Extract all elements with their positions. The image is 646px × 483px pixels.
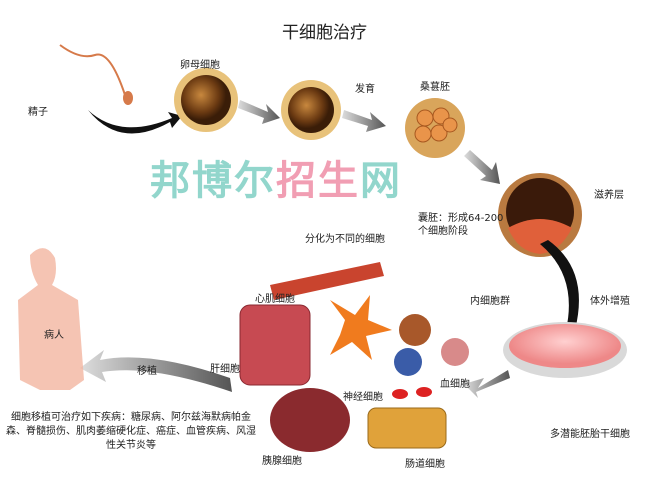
label-differentiate: 分化为不同的细胞 <box>305 234 385 245</box>
watermark: 邦博尔招生网 <box>150 148 402 206</box>
culture-medium <box>509 324 621 368</box>
arrow-sperm-egg <box>88 110 182 134</box>
nerve-cell <box>330 295 392 360</box>
page-title: 干细胞治疗 <box>282 23 367 43</box>
patient-silhouette <box>18 248 84 390</box>
label-pluripotent: 多潜能胚胎干细胞 <box>550 429 630 440</box>
arrow-egg-develop <box>238 100 280 124</box>
watermark-part3: 网 <box>360 157 402 204</box>
pancreas-cells <box>270 388 350 452</box>
liver-cells <box>239 304 311 386</box>
label-transplant: 移植 <box>137 366 157 377</box>
label-intestine: 肠道细胞 <box>405 459 445 470</box>
arrow-morula-blastocyst <box>464 150 500 184</box>
watermark-part2: 招生 <box>276 157 360 204</box>
label-egg: 卵母细胞 <box>180 60 220 71</box>
watermark-part1: 邦博尔 <box>150 157 276 204</box>
label-morula: 桑葚胚 <box>420 82 450 93</box>
label-inner-mass: 内细胞群 <box>470 296 510 307</box>
label-trophoblast: 滋养层 <box>594 190 624 201</box>
label-cardiac: 心肌细胞 <box>255 294 295 305</box>
label-blastocyst: 囊胚：形成64-200个细胞阶段 <box>418 213 504 237</box>
sperm <box>59 44 126 96</box>
oocyte-core <box>181 75 231 125</box>
inner-cell-mass <box>508 219 572 254</box>
label-culture: 体外增殖 <box>590 296 630 307</box>
sperm-head <box>123 91 133 105</box>
arrow-develop-morula <box>342 110 386 132</box>
morula-cells <box>414 107 458 143</box>
label-develop: 发育 <box>355 84 375 95</box>
arrow-dish-cells <box>464 370 510 398</box>
label-nerve: 神经细胞 <box>343 392 383 403</box>
arrow-inner-mass-culture <box>540 240 585 348</box>
label-pancreas: 胰腺细胞 <box>262 456 302 467</box>
label-sperm: 精子 <box>28 107 48 118</box>
label-liver: 肝细胞 <box>210 364 240 375</box>
arrow-cells-patient <box>80 350 232 392</box>
fertilized-egg-core <box>288 87 334 133</box>
label-patient: 病人 <box>44 330 64 341</box>
disease-note: 细胞移植可治疗如下疾病：糖尿病、阿尔兹海默病帕金森、脊髓损伤、肌肉萎缩硬化症、癌… <box>6 412 256 451</box>
muscle-fiber <box>270 262 384 300</box>
label-blood: 血细胞 <box>440 379 470 390</box>
intestine-cells <box>367 407 447 449</box>
blood-cells <box>392 314 469 399</box>
